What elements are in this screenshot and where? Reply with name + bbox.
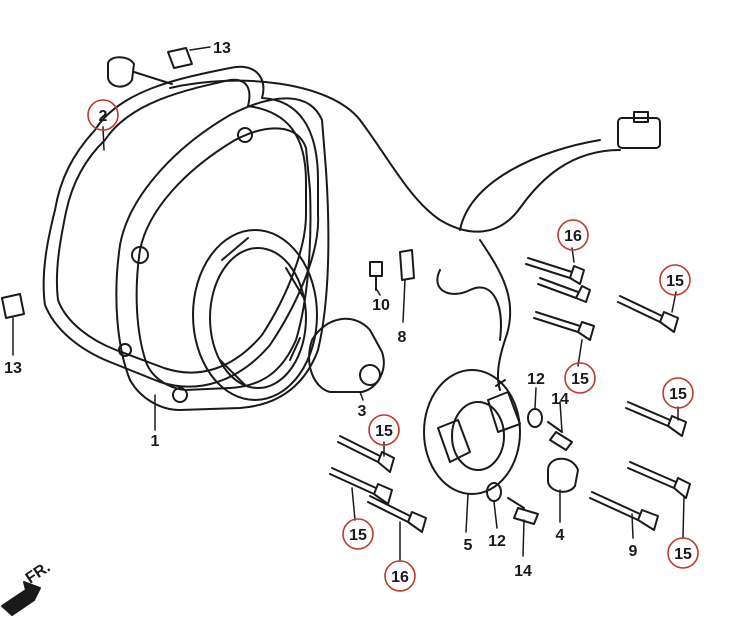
callout-c12b: 12 bbox=[488, 533, 506, 550]
callout-c9: 9 bbox=[629, 543, 638, 560]
callout-c16a: 16 bbox=[557, 219, 589, 251]
callout-c8: 8 bbox=[398, 329, 407, 346]
callout-c14a: 14 bbox=[551, 391, 569, 408]
callout-circle bbox=[87, 99, 119, 131]
callout-label: 15 bbox=[666, 273, 684, 290]
callout-c15d: 15 bbox=[368, 414, 400, 446]
callout-label: 13 bbox=[213, 40, 231, 57]
callout-label: 8 bbox=[398, 329, 407, 346]
callout-c2: 2 bbox=[87, 99, 119, 131]
callout-c13a: 13 bbox=[213, 40, 231, 57]
gasket-inner bbox=[55, 78, 307, 374]
callout-c13b: 13 bbox=[4, 360, 22, 377]
callout-label: 15 bbox=[674, 546, 692, 563]
callout-c15a: 15 bbox=[659, 264, 691, 296]
dowel-pin-top bbox=[167, 47, 193, 69]
callout-c15c: 15 bbox=[662, 377, 694, 409]
leader-lines bbox=[12, 46, 685, 561]
callout-circle bbox=[659, 264, 691, 296]
clip-8 bbox=[399, 249, 415, 281]
callout-circle bbox=[368, 414, 400, 446]
stator-lead bbox=[495, 379, 506, 387]
callout-label: 5 bbox=[464, 537, 473, 554]
callout-c12a: 12 bbox=[527, 371, 545, 388]
seal-4 bbox=[547, 457, 579, 493]
callout-circle bbox=[342, 518, 374, 550]
harness-wire-2 bbox=[459, 139, 601, 231]
callout-label: 3 bbox=[358, 403, 367, 420]
pulse-generator bbox=[308, 317, 385, 393]
stator-coil-2 bbox=[487, 391, 521, 433]
callout-label: 15 bbox=[349, 527, 367, 544]
washer-12a bbox=[527, 408, 543, 428]
callout-c16b: 16 bbox=[384, 560, 416, 592]
wire-connector bbox=[617, 117, 661, 149]
bolt-14b bbox=[507, 497, 539, 525]
callout-c4: 4 bbox=[556, 527, 565, 544]
callout-label: 15 bbox=[375, 423, 393, 440]
cover-boss-3 bbox=[172, 387, 188, 403]
cover-flange bbox=[135, 127, 312, 391]
washer-12b bbox=[486, 482, 502, 502]
callout-circle bbox=[662, 377, 694, 409]
callout-label: 12 bbox=[488, 533, 506, 550]
callout-c15b: 15 bbox=[564, 362, 596, 394]
screw-10 bbox=[369, 261, 383, 291]
callout-circle bbox=[564, 362, 596, 394]
gasket-outline bbox=[42, 65, 320, 388]
callout-c14b: 14 bbox=[514, 563, 532, 580]
stator-coil-1 bbox=[437, 419, 471, 463]
harness-branch-2 bbox=[436, 269, 502, 341]
callout-c10: 10 bbox=[372, 297, 390, 314]
bolt-14a bbox=[547, 421, 573, 451]
callout-label: 4 bbox=[556, 527, 565, 544]
callout-c3: 3 bbox=[358, 403, 367, 420]
stator-inner bbox=[451, 401, 505, 471]
harness-wire bbox=[169, 79, 621, 233]
pulse-generator-hub bbox=[359, 364, 381, 386]
callout-circle bbox=[384, 560, 416, 592]
stator-body bbox=[423, 369, 521, 495]
bolts-left bbox=[329, 435, 427, 533]
callout-label: 1 bbox=[151, 433, 160, 450]
callout-label: 12 bbox=[527, 371, 545, 388]
callout-label: 16 bbox=[564, 228, 582, 245]
callout-label: 2 bbox=[99, 108, 108, 125]
cover-opening-inner bbox=[209, 247, 307, 389]
grommet-lead bbox=[133, 71, 173, 85]
fr-arrow bbox=[1, 581, 41, 616]
cover-opening bbox=[192, 229, 318, 401]
callout-label: 16 bbox=[391, 569, 409, 586]
cover-outline bbox=[115, 97, 330, 411]
callout-c1: 1 bbox=[151, 433, 160, 450]
callout-c5: 5 bbox=[464, 537, 473, 554]
callout-label: 14 bbox=[514, 563, 532, 580]
cover-boss-2 bbox=[131, 246, 149, 264]
callout-circle bbox=[557, 219, 589, 251]
callout-c15e: 15 bbox=[342, 518, 374, 550]
callout-label: 15 bbox=[571, 371, 589, 388]
cover-boss-1 bbox=[237, 127, 253, 143]
callout-label: 15 bbox=[669, 386, 687, 403]
wire-connector-tab bbox=[633, 111, 649, 123]
callout-c15f: 15 bbox=[667, 537, 699, 569]
harness-branch bbox=[479, 239, 512, 391]
callout-label: 10 bbox=[372, 297, 390, 314]
grommet bbox=[107, 56, 135, 88]
dowel-pin-left bbox=[1, 293, 25, 319]
callout-label: 13 bbox=[4, 360, 22, 377]
cover-boss-4 bbox=[118, 343, 132, 357]
callout-label: 14 bbox=[551, 391, 569, 408]
cover-ribs bbox=[219, 237, 306, 386]
callout-circle bbox=[667, 537, 699, 569]
callout-label: 9 bbox=[629, 543, 638, 560]
